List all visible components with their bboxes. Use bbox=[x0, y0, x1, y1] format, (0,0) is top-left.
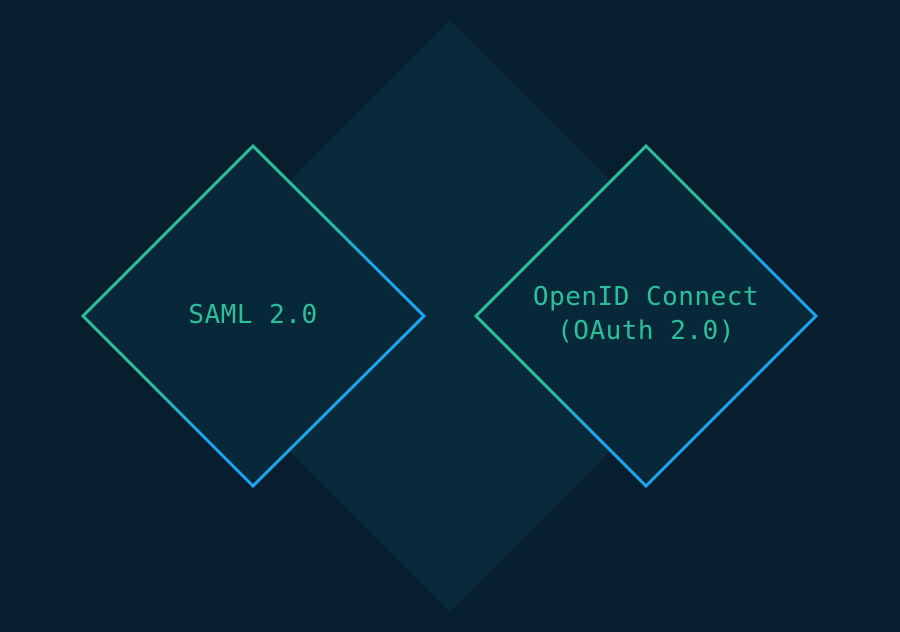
saml-label-line1: SAML 2.0 bbox=[188, 300, 318, 330]
right-diamond bbox=[473, 143, 819, 489]
oidc-label-line2: (OAuth 2.0) bbox=[557, 316, 735, 346]
center-background-diamond bbox=[155, 20, 745, 612]
saml-label: SAML 2.0 bbox=[133, 298, 373, 332]
left-diamond bbox=[80, 143, 427, 489]
oidc-label-line1: OpenID Connect bbox=[532, 282, 760, 312]
oidc-label: OpenID Connect (OAuth 2.0) bbox=[526, 280, 766, 348]
